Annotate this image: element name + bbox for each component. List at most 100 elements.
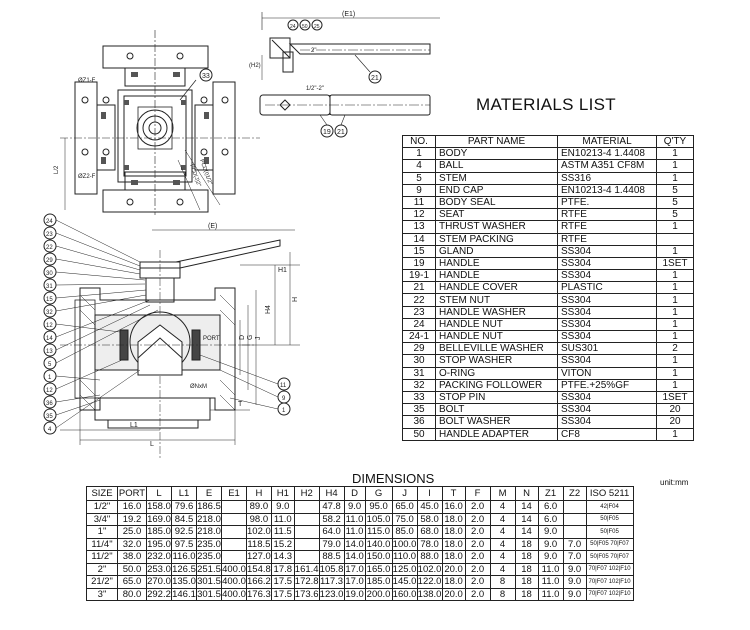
dim-cell: 140.0 [364, 537, 393, 551]
dim-cell: 8 [489, 587, 516, 601]
part-qty: 1 [656, 147, 694, 161]
dim-cell [562, 525, 587, 539]
dimensions-title: DIMENSIONS [352, 471, 435, 486]
iso-5211-cell: 70|F07 102|F10 [585, 562, 634, 576]
part-qty: 5 [656, 195, 694, 210]
dim-cell: 158.0 [146, 500, 172, 514]
dim-cell: 176.3 [246, 587, 272, 601]
dim-header: L1 [171, 486, 197, 501]
svg-text:L/2: L/2 [54, 165, 60, 174]
svg-text:24: 24 [290, 24, 296, 30]
dim-header: M [489, 486, 516, 501]
dim-cell: 65.0 [117, 575, 147, 589]
dim-cell: 2.0 [464, 537, 491, 551]
part-no: 1 [402, 147, 436, 161]
dim-header: H [246, 486, 272, 501]
part-name: THRUST WASHER [435, 220, 558, 234]
dim-cell: 92.5 [171, 525, 197, 539]
dim-cell: 79.0 [318, 537, 345, 551]
dim-cell: 11.0 [537, 575, 564, 589]
dim-cell: 18.0 [441, 550, 466, 564]
svg-text:30: 30 [46, 271, 53, 277]
part-material: SS304 [557, 403, 657, 417]
dim-cell: 17.0 [343, 562, 366, 576]
dim-cell: 20.0 [441, 562, 466, 576]
dim-cell: 97.5 [171, 537, 197, 551]
part-material: SS304 [557, 293, 657, 307]
dim-header: Z1 [537, 486, 564, 501]
iso-5211-cell: 50|F05 [585, 512, 634, 526]
dim-cell: 9.0 [270, 500, 295, 514]
dim-header: PORT [117, 486, 147, 501]
dim-cell: 78.0 [416, 537, 443, 551]
dim-cell: 11.0 [343, 512, 366, 526]
part-no: 13 [402, 220, 436, 234]
svg-text:2": 2" [311, 48, 316, 54]
part-material: RTFE [557, 208, 657, 222]
dim-cell: 160.0 [391, 587, 418, 601]
dim-cell: 47.8 [318, 500, 345, 514]
dim-cell: 58.0 [416, 512, 443, 526]
dim-cell: 301.5 [196, 587, 222, 601]
svg-text:J: J [255, 337, 262, 341]
svg-text:PORT: PORT [203, 336, 220, 342]
dim-cell: 14 [514, 500, 539, 514]
part-qty: 1 [656, 329, 694, 344]
dim-header: H1 [270, 486, 295, 501]
svg-text:21: 21 [371, 75, 379, 82]
dim-cell: 146.1 [171, 587, 197, 601]
part-name: STEM PACKING [435, 232, 558, 246]
dim-cell: 2.0 [464, 500, 491, 514]
svg-text:H1: H1 [278, 267, 287, 274]
dim-cell: 150.0 [364, 550, 393, 564]
header-material: MATERIAL [557, 134, 657, 149]
part-material: SS316 [557, 171, 657, 185]
dim-cell: 25.0 [117, 525, 147, 539]
dim-cell: 20.0 [441, 587, 466, 601]
svg-text:ØZ1-F: ØZ1-F [78, 78, 96, 84]
dim-cell: 89.0 [246, 500, 272, 514]
part-no: 9 [402, 183, 436, 197]
part-qty: 1 [656, 378, 694, 392]
svg-text:13: 13 [46, 349, 53, 355]
dim-cell: 14 [514, 525, 539, 539]
header-qty: Q'TY [656, 134, 694, 149]
part-name: BODY [435, 147, 558, 161]
svg-text:50: 50 [302, 24, 308, 30]
svg-text:1: 1 [48, 375, 52, 381]
part-material: SS304 [557, 305, 657, 319]
part-material: SS304 [557, 354, 657, 368]
part-no: 31 [402, 366, 436, 380]
part-no: 21 [402, 281, 436, 295]
part-qty: 1 [656, 317, 694, 332]
header-no: NO. [402, 134, 436, 149]
dim-cell: 18 [514, 537, 539, 551]
part-no: 29 [402, 342, 436, 356]
svg-text:PCD(J)2": PCD(J)2" [188, 164, 202, 188]
part-qty: 1 [656, 171, 694, 185]
materials-header-row: NO. PART NAME MATERIAL Q'TY [402, 134, 694, 149]
part-name: HANDLE [435, 256, 558, 271]
part-qty: 1 [656, 244, 694, 258]
iso-5211-cell: 42|F04 [585, 500, 634, 514]
part-material: SS304 [557, 317, 657, 332]
dim-cell: 3" [86, 587, 118, 601]
part-qty: 1 [656, 354, 694, 368]
dim-cell: 118.5 [246, 537, 272, 551]
part-name: HANDLE COVER [435, 281, 558, 295]
dim-cell: 19.2 [117, 512, 147, 526]
dim-cell: 14 [514, 512, 539, 526]
part-qty: 20 [656, 415, 694, 429]
dim-cell: 18 [514, 550, 539, 564]
dim-cell: 2" [86, 562, 118, 576]
